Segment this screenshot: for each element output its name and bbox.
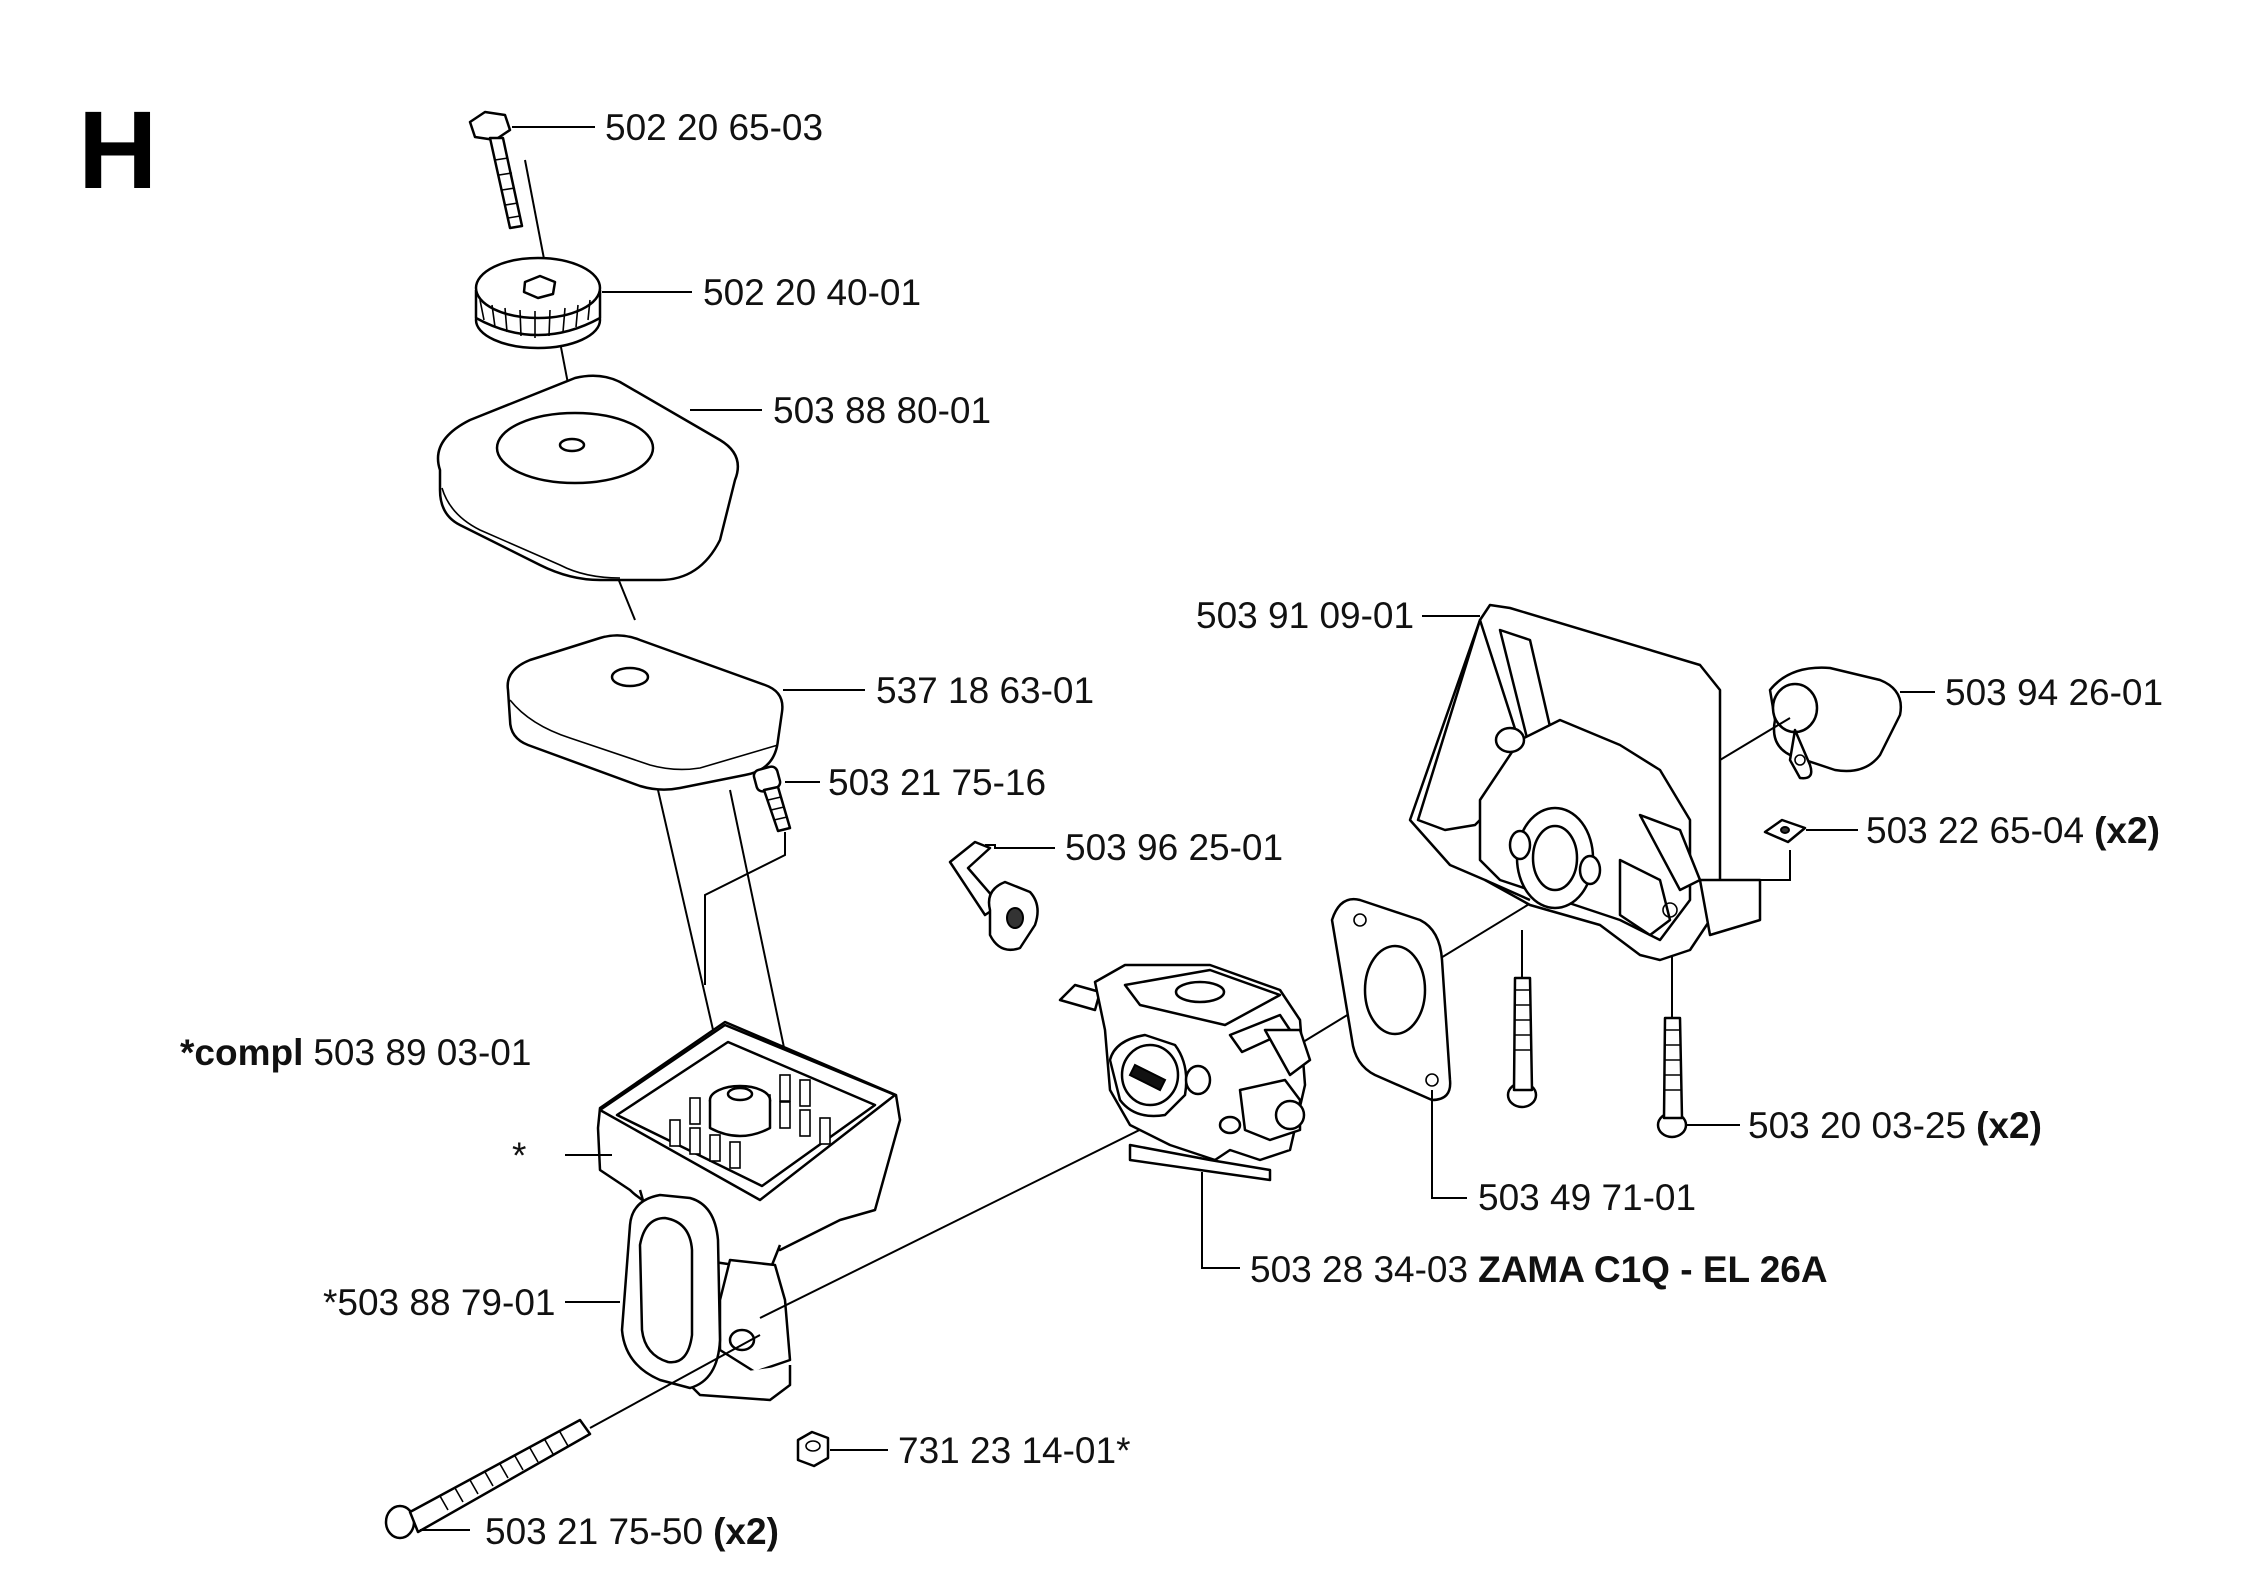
leader-line	[985, 844, 1055, 849]
label-long-bolt: 503 21 75-50(x2)	[485, 1511, 779, 1552]
knob-part	[474, 256, 602, 350]
mount-screw-part	[1656, 1016, 1688, 1139]
label-screw-mount-number: 503 20 03-25	[1748, 1105, 1966, 1146]
label-filter: 537 18 63-01	[876, 670, 1094, 711]
filter-housing-part	[596, 1020, 902, 1402]
label-clip: 503 22 65-04(x2)	[1866, 810, 2160, 851]
label-compl-prefix: *compl	[180, 1032, 303, 1073]
label-screw-top: 502 20 65-03	[605, 107, 823, 148]
sleeve-part	[1768, 666, 1903, 780]
label-clip-number: 503 22 65-04	[1866, 810, 2084, 851]
clip-part	[1763, 818, 1807, 844]
screw-small-part	[752, 765, 792, 833]
label-screw-small: 503 21 75-16	[828, 762, 1046, 803]
section-letter: H	[78, 89, 157, 212]
label-long-bolt-number: 503 21 75-50	[485, 1511, 703, 1552]
intake-manifold-part	[1408, 603, 1762, 962]
screw-top-part	[468, 110, 524, 230]
label-nut: 731 23 14-01*	[898, 1430, 1130, 1471]
assembly-axis-line	[589, 1334, 761, 1429]
label-gasket: 503 49 71-01	[1478, 1177, 1696, 1218]
leader-line	[1720, 850, 1791, 881]
label-compl-number: 503 89 03-01	[313, 1032, 531, 1073]
label-screw-mount: 503 20 03-25(x2)	[1748, 1105, 2042, 1146]
carburetor-part	[1058, 963, 1312, 1182]
mount-screw-part	[1506, 976, 1538, 1109]
label-primer: *503 88 79-01	[323, 1282, 555, 1323]
label-carburetor-number: 503 28 34-03	[1250, 1249, 1468, 1290]
leader-line	[1431, 1090, 1467, 1199]
long-bolt-part	[384, 1418, 592, 1540]
nut-part	[796, 1430, 830, 1468]
gasket-part	[1330, 897, 1452, 1102]
leader-line	[704, 832, 786, 985]
label-star: *	[512, 1135, 526, 1176]
leader-line	[1201, 1172, 1240, 1269]
throttle-link-part	[948, 840, 1039, 952]
assembly-axis-line	[1719, 717, 1791, 761]
label-throttle-link: 503 96 25-01	[1065, 827, 1283, 868]
label-carburetor-model: ZAMA C1Q - EL 26A	[1478, 1249, 1828, 1290]
assembly-axis-line	[759, 1104, 1191, 1319]
label-filter-cover: 503 88 80-01	[773, 390, 991, 431]
primer-bulb-part	[620, 1193, 722, 1390]
label-knob: 502 20 40-01	[703, 272, 921, 313]
filter-cover-part	[436, 374, 740, 582]
label-screw-mount-qty: (x2)	[1976, 1105, 2042, 1146]
label-intake: 503 91 09-01	[1196, 595, 1414, 636]
label-long-bolt-qty: (x2)	[713, 1511, 779, 1552]
label-clip-qty: (x2)	[2094, 810, 2160, 851]
filter-part	[506, 634, 784, 791]
label-sleeve: 503 94 26-01	[1945, 672, 2163, 713]
